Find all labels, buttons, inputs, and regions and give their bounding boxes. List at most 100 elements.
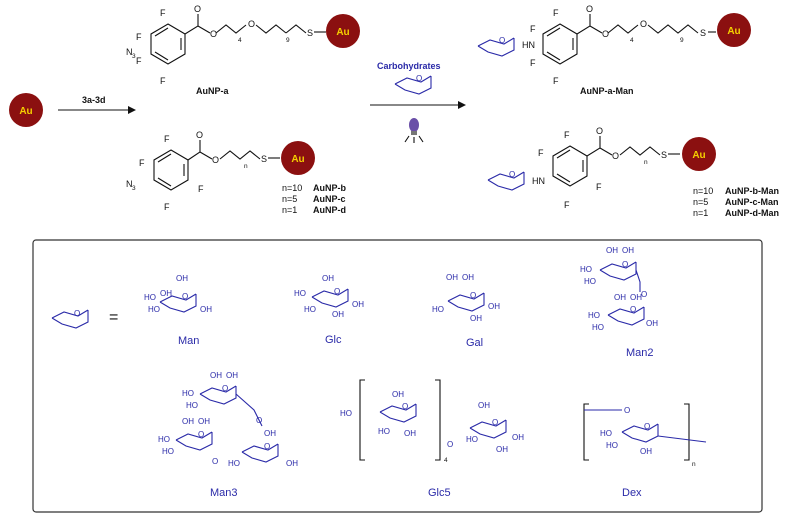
sugar-label-man2: Man2 bbox=[626, 347, 654, 359]
svg-text:HO: HO bbox=[304, 305, 316, 314]
svg-text:HO: HO bbox=[228, 459, 240, 468]
svg-text:S: S bbox=[700, 28, 706, 38]
svg-text:O: O bbox=[640, 19, 647, 29]
svg-text:OH: OH bbox=[640, 447, 652, 456]
svg-text:3: 3 bbox=[132, 185, 136, 192]
svg-text:O: O bbox=[222, 384, 228, 393]
svg-text:OH: OH bbox=[614, 293, 626, 302]
sugar-dex: n O O HO HO OH Dex bbox=[583, 403, 707, 499]
label-aunp-d: AuNP-d bbox=[313, 205, 346, 215]
structure-aunp-a-man: O HN F F F F O O O 4 9 S AuNP-a-Man bbox=[477, 4, 751, 96]
svg-text:HO: HO bbox=[606, 441, 618, 450]
sugar-label-gal: Gal bbox=[466, 337, 483, 349]
svg-text:N: N bbox=[126, 47, 133, 57]
light-bulb-icon bbox=[404, 118, 424, 143]
n-value-b-man: n=10 bbox=[693, 186, 713, 196]
svg-text:O: O bbox=[212, 457, 218, 466]
svg-text:3: 3 bbox=[132, 53, 136, 60]
svg-text:HO: HO bbox=[158, 435, 170, 444]
svg-text:F: F bbox=[530, 24, 536, 34]
svg-text:O: O bbox=[194, 4, 201, 14]
svg-text:F: F bbox=[160, 76, 166, 86]
svg-text:O: O bbox=[447, 440, 453, 449]
step1-label: 3a-3d bbox=[82, 95, 106, 105]
n-value-c-man: n=5 bbox=[693, 197, 708, 207]
svg-text:N: N bbox=[126, 179, 133, 189]
pyranose-icon-top bbox=[394, 75, 432, 95]
svg-text:O: O bbox=[586, 4, 593, 14]
svg-text:OH: OH bbox=[622, 246, 634, 255]
structure-aunp-bcd-man: O HN F F F F O O n S n=10 AuNP-b-Man n=5… bbox=[487, 126, 779, 218]
sugar-glc5: 4 O OH HO HO OH O O OH HO OH OH Glc5 bbox=[340, 379, 524, 499]
sugar-label-man: Man bbox=[178, 335, 199, 347]
sugar-gal: O OH OH HO OH OH Gal bbox=[432, 273, 500, 349]
svg-text:4: 4 bbox=[238, 37, 242, 44]
label-aunp-b-man: AuNP-b-Man bbox=[725, 186, 779, 196]
svg-text:F: F bbox=[164, 134, 170, 144]
svg-text:F: F bbox=[553, 76, 559, 86]
svg-text:HO: HO bbox=[600, 429, 612, 438]
svg-text:HO: HO bbox=[466, 435, 478, 444]
svg-text:=: = bbox=[109, 309, 118, 326]
svg-text:OH: OH bbox=[462, 273, 474, 282]
svg-text:F: F bbox=[198, 184, 204, 194]
svg-text:O: O bbox=[196, 130, 203, 140]
svg-text:OH: OH bbox=[286, 459, 298, 468]
label-aunp-d-man: AuNP-d-Man bbox=[725, 208, 779, 218]
sugar-label-glc: Glc bbox=[325, 334, 342, 346]
svg-text:O: O bbox=[509, 170, 515, 179]
svg-text:F: F bbox=[530, 58, 536, 68]
svg-text:O: O bbox=[402, 402, 408, 411]
n-value-b: n=10 bbox=[282, 183, 302, 193]
svg-text:OH: OH bbox=[352, 300, 364, 309]
sugar-man: O OH OH HO HO OH Man bbox=[144, 274, 212, 347]
sugar-man2: O OH OH HO HO O O OH OH HO HO OH Man2 bbox=[580, 246, 658, 359]
svg-text:HO: HO bbox=[144, 293, 156, 302]
svg-text:OH: OH bbox=[392, 390, 404, 399]
svg-text:O: O bbox=[416, 74, 422, 83]
svg-text:HO: HO bbox=[148, 305, 160, 314]
svg-text:O: O bbox=[641, 290, 647, 299]
svg-text:F: F bbox=[139, 158, 145, 168]
sugar-label-dex: Dex bbox=[622, 487, 642, 499]
svg-text:n: n bbox=[644, 159, 648, 166]
svg-text:F: F bbox=[596, 182, 602, 192]
svg-text:OH: OH bbox=[226, 371, 238, 380]
svg-text:HN: HN bbox=[532, 176, 545, 186]
svg-text:OH: OH bbox=[478, 401, 490, 410]
svg-text:O: O bbox=[470, 291, 476, 300]
svg-text:HO: HO bbox=[432, 305, 444, 314]
svg-text:OH: OH bbox=[488, 302, 500, 311]
svg-text:OH: OH bbox=[332, 310, 344, 319]
svg-text:HO: HO bbox=[294, 289, 306, 298]
svg-text:O: O bbox=[644, 422, 650, 431]
svg-text:O: O bbox=[334, 287, 340, 296]
svg-text:F: F bbox=[136, 32, 142, 42]
svg-text:O: O bbox=[492, 418, 498, 427]
svg-text:F: F bbox=[136, 56, 142, 66]
svg-text:O: O bbox=[499, 36, 505, 45]
svg-text:O: O bbox=[624, 406, 630, 415]
generic-pyranose-legend: O = bbox=[51, 309, 118, 329]
svg-text:HO: HO bbox=[186, 401, 198, 410]
svg-text:O: O bbox=[182, 292, 188, 301]
label-aunp-a-man: AuNP-a-Man bbox=[580, 86, 634, 96]
svg-text:O: O bbox=[602, 29, 609, 39]
svg-text:F: F bbox=[553, 8, 559, 18]
label-aunp-b: AuNP-b bbox=[313, 183, 346, 193]
svg-text:S: S bbox=[307, 28, 313, 38]
label-aunp-c-man: AuNP-c-Man bbox=[725, 197, 779, 207]
svg-text:O: O bbox=[630, 305, 636, 314]
svg-text:O: O bbox=[256, 416, 262, 425]
svg-text:OH: OH bbox=[182, 417, 194, 426]
svg-text:HO: HO bbox=[584, 277, 596, 286]
svg-text:OH: OH bbox=[646, 319, 658, 328]
svg-text:HO: HO bbox=[340, 409, 352, 418]
sugar-label-glc5: Glc5 bbox=[428, 487, 451, 499]
svg-text:F: F bbox=[160, 8, 166, 18]
svg-text:O: O bbox=[622, 260, 628, 269]
svg-text:HN: HN bbox=[522, 40, 535, 50]
svg-text:OH: OH bbox=[200, 305, 212, 314]
svg-text:OH: OH bbox=[160, 289, 172, 298]
